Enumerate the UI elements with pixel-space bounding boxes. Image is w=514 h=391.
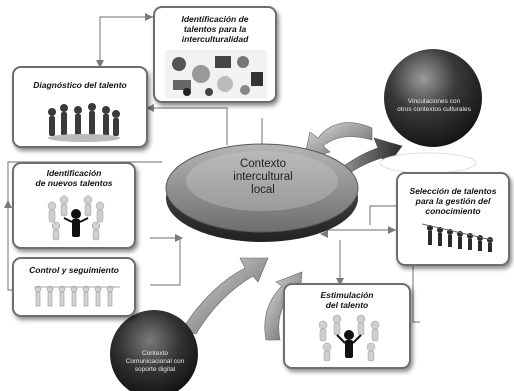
collage-picture [165, 50, 267, 98]
swoosh-ellipse [379, 152, 477, 174]
sphere-vinculaciones [384, 49, 482, 147]
box-estimulacion-talento: Estimulación del talento [283, 283, 411, 369]
box-identificacion-interculturalidad: Identificación de talentos para la inter… [153, 6, 277, 103]
leader-circle-picture [318, 314, 380, 362]
box-seleccion-talentos: Selección de talentos para la gestión de… [396, 172, 510, 266]
curved-arrow-lower-left [181, 257, 269, 335]
box-title: Identificación de nuevos talentos [35, 168, 113, 188]
box-title: Identificación de talentos para la inter… [181, 14, 249, 44]
sphere-contexto-comunicacional [110, 310, 198, 391]
box-title: Selección de talentos para la gestión de… [409, 186, 497, 216]
people-figures-picture [48, 103, 120, 142]
center-ellipse [165, 143, 359, 242]
sphere-contexto-comunicacional-label: Contexto Comunicacional con soporte digi… [125, 350, 185, 373]
box-title: Diagnóstico del talento [33, 80, 127, 90]
box-control-seguimiento: Control y seguimiento [12, 257, 136, 317]
box-diagnostico-talento: Diagnóstico del talento [12, 66, 148, 148]
line-of-people-picture [422, 223, 493, 252]
box-identificacion-nuevos-talentos: Identificación de nuevos talentos [12, 162, 136, 249]
connector-arrowheads [4, 13, 396, 286]
box-title: Control y seguimiento [29, 265, 119, 275]
box-title: Estimulación del talento [320, 290, 374, 310]
sphere-vinculaciones-label: Vinculaciones con otros contextos cultur… [397, 98, 471, 113]
center-label: Contexto intercultural local [233, 158, 293, 196]
circle-of-people-picture [47, 195, 105, 241]
row-of-people-picture [34, 285, 120, 307]
